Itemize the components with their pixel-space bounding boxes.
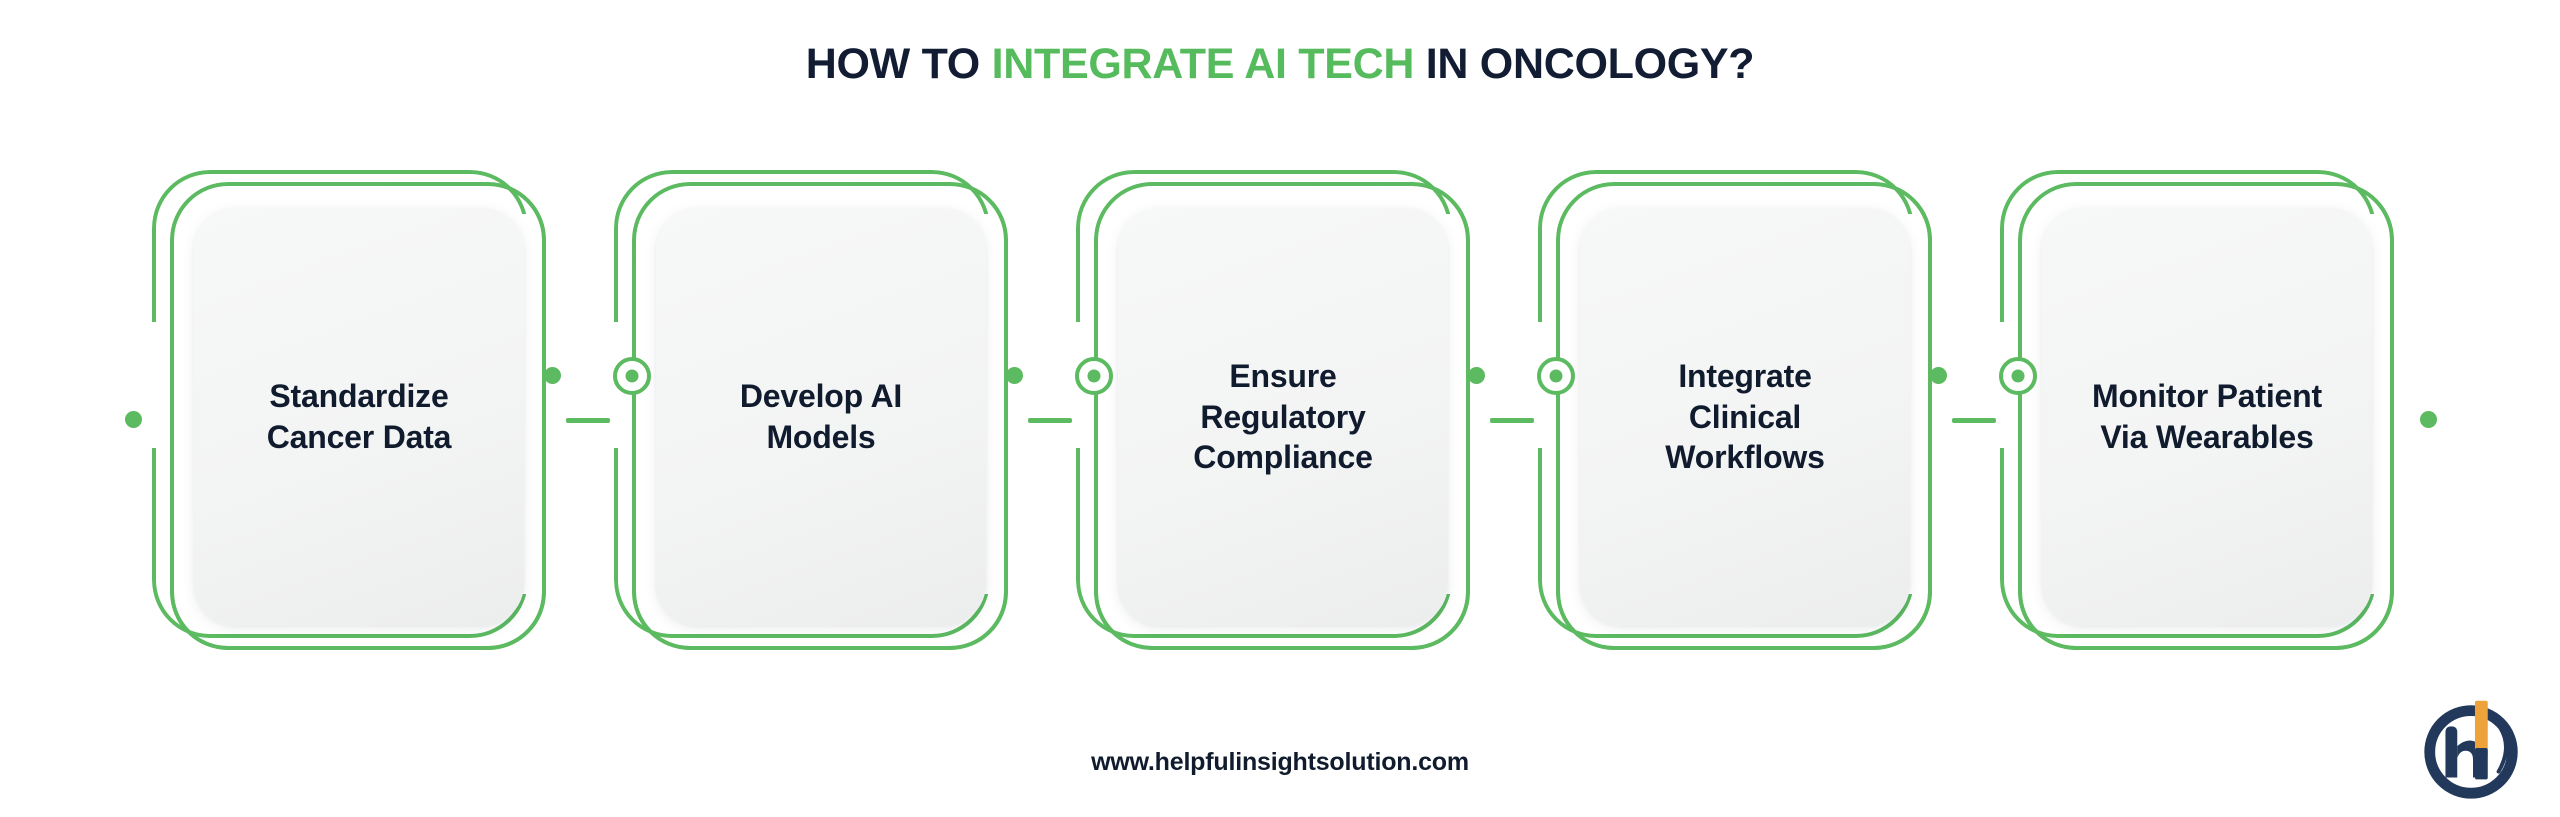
page-title: HOW TO INTEGRATE AI TECH IN ONCOLOGY?	[0, 40, 2560, 89]
connector-line	[1490, 418, 1534, 423]
connector-1-2	[560, 170, 614, 670]
leading-connector-dot-wrapper	[104, 170, 152, 670]
page-title-part1: HOW TO	[805, 40, 992, 88]
brand-logo-icon	[2414, 687, 2532, 805]
step-right-dot-icon	[544, 367, 561, 384]
step-left-node-dot-icon	[2011, 369, 2025, 383]
connector-3-4	[1484, 170, 1538, 670]
step-inner-ring	[152, 170, 530, 638]
page-title-accent: INTEGRATE AI TECH	[991, 40, 1415, 88]
step-inner-ring	[1076, 170, 1454, 638]
connector-2-3	[1022, 170, 1076, 670]
step-left-node-dot-icon	[1549, 369, 1563, 383]
connector-4-5	[1946, 170, 2000, 670]
step-left-node-ring-icon	[1537, 357, 1575, 395]
connector-line	[566, 418, 610, 423]
step-outer-ring-tail	[2018, 182, 2394, 650]
step-left-node-dot-icon	[1087, 369, 1101, 383]
footer-website-url[interactable]: www.helpfulinsightsolution.com	[1091, 748, 1469, 776]
connector-line	[1028, 418, 1072, 423]
step-inner-ring	[614, 170, 992, 638]
step-outer-ring-tail	[1556, 182, 1932, 650]
step-left-node-dot-icon	[625, 369, 639, 383]
connector-dot-icon	[2420, 411, 2437, 428]
step-left-node-ring-icon	[613, 357, 651, 395]
step-left-node-ring-icon	[1075, 357, 1113, 395]
step-right-dot-icon	[1468, 367, 1485, 384]
connector-line	[1952, 418, 1996, 423]
step-outer-ring-tail	[170, 182, 546, 650]
step-right-dot-icon	[1930, 367, 1947, 384]
step-right-dot-icon	[1006, 367, 1023, 384]
page-title-part2: IN ONCOLOGY?	[1414, 40, 1755, 88]
step-inner-ring	[2000, 170, 2378, 638]
trailing-connector-dot-wrapper	[2408, 170, 2456, 670]
step-outer-ring-tail	[632, 182, 1008, 650]
step-inner-ring	[1538, 170, 1916, 638]
connector-dot-icon	[125, 411, 142, 428]
step-outer-ring-tail	[1094, 182, 1470, 650]
step-left-node-ring-icon	[1999, 357, 2037, 395]
